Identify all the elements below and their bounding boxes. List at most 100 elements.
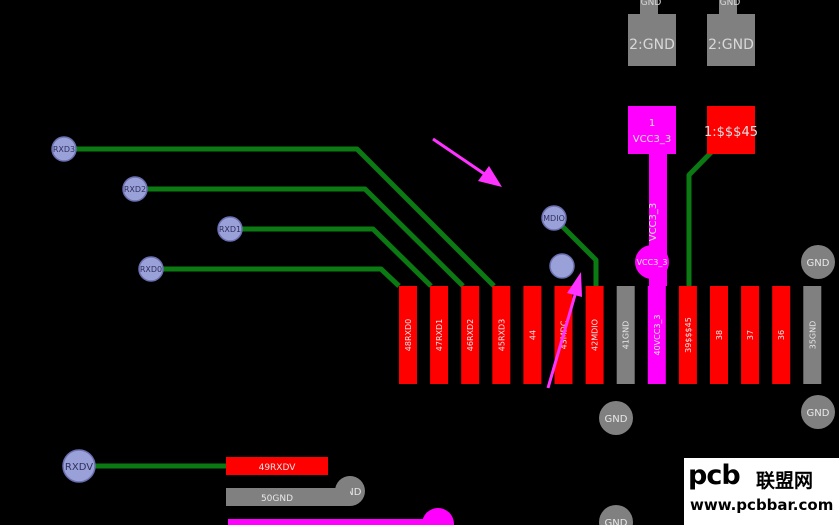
via-rxd1[interactable]: RXD1 (217, 216, 243, 242)
via-circle[interactable] (122, 176, 148, 202)
chip-pad-p45[interactable]: 45RXD3 (492, 286, 511, 384)
chip-pad-p36[interactable]: 36 (772, 286, 791, 384)
annotation-arrow-2 (546, 272, 582, 389)
via-circle[interactable] (599, 505, 633, 525)
via-mdio[interactable]: MDIO (541, 205, 567, 231)
chip-pad-body[interactable] (492, 286, 511, 384)
chip-pad-row: 48RXD047RXD146RXD245RXD34443MDC42MDIO41G… (399, 286, 822, 384)
chip-pad-body[interactable] (678, 286, 697, 384)
chip-pad-p35[interactable]: 35GND (803, 286, 822, 384)
chip-pad-p46[interactable]: 46RXD2 (461, 286, 480, 384)
via-rxd0[interactable]: RXD0 (138, 256, 164, 282)
chip-pad-body[interactable] (741, 286, 760, 384)
chip-pad-label: 44 (528, 330, 537, 340)
via-label: MDIO (543, 214, 565, 223)
pad-net: VCC3_3 (633, 134, 672, 145)
via-circle[interactable] (541, 205, 567, 231)
pad-label: 2:GND (708, 37, 754, 53)
trace-net45[interactable] (686, 130, 733, 286)
chip-pad-p39[interactable]: 39$$$45 (678, 286, 697, 384)
chip-pad-body[interactable] (585, 286, 604, 384)
trace-mdio[interactable] (552, 216, 599, 286)
chip-pad-p40[interactable]: 40VCC3_3 (647, 286, 666, 384)
top-vcc-pad[interactable]: 1 VCC3_3 (628, 106, 676, 154)
chip-pad-label: 48RXD0 (404, 319, 413, 351)
via-circle[interactable] (801, 245, 835, 279)
chip-pad-body[interactable] (647, 286, 666, 384)
via-label: RXD1 (219, 225, 241, 234)
top-gnd-pad-1[interactable]: GND 2:GND (628, 0, 676, 66)
chip-pad-body[interactable] (803, 286, 822, 384)
pad-label: 49RXDV (259, 463, 297, 473)
chip-pad-label: 40VCC3_3 (653, 314, 662, 355)
chip-pad-p47[interactable]: 47RXD1 (430, 286, 449, 384)
pad-label: 1:$$$45 (704, 125, 758, 140)
chip-pad-body[interactable] (399, 286, 417, 384)
via-circle[interactable] (138, 256, 164, 282)
chip-pad-body[interactable] (461, 286, 480, 384)
via-circle[interactable] (801, 395, 835, 429)
chip-pad-p41[interactable]: 41GND (616, 286, 635, 384)
trace-rxd0[interactable] (151, 266, 401, 288)
annotation-arrow-1 (432, 137, 502, 187)
chip-pad-body[interactable] (616, 286, 635, 384)
via-circle[interactable] (599, 401, 633, 435)
via-rxdv[interactable]: RXDV (62, 449, 96, 483)
via-label: RXD2 (124, 185, 146, 194)
pad-label: 50GND (261, 494, 293, 504)
trace-rxd1[interactable] (230, 226, 433, 288)
chip-pad-label: 46RXD2 (466, 319, 475, 351)
chip-pad-label: 35GND (808, 321, 817, 350)
chip-pad-label: 36 (777, 330, 786, 340)
chip-pad-label: 41GND (622, 321, 631, 350)
via-label: RXD0 (140, 265, 162, 274)
via-vcc-via[interactable]: VCC3_3 (635, 245, 669, 279)
via-circle[interactable] (217, 216, 243, 242)
chip-pad-label: 47RXD1 (435, 319, 444, 351)
via-label: GND (339, 487, 362, 498)
chip-pad-label: 45RXD3 (497, 319, 506, 351)
pad-net-small: GND (720, 0, 741, 8)
top-net45-pad[interactable]: 1:$$$45 (704, 106, 758, 154)
chip-pad-p44[interactable]: 44 (523, 286, 542, 384)
pad-49[interactable]: 49RXDV (226, 457, 328, 475)
via-rxd3[interactable]: RXD3 (51, 136, 77, 162)
via-bottom-magenta[interactable] (422, 508, 454, 525)
via-circle[interactable] (62, 449, 96, 483)
chip-pad-label: 38 (715, 330, 724, 340)
chip-pad-p38[interactable]: 38 (710, 286, 728, 384)
via-circle[interactable] (635, 245, 669, 279)
chip-pad-body[interactable] (710, 286, 728, 384)
via-circle[interactable] (549, 253, 575, 279)
top-gnd-pad-2[interactable]: GND 2:GND (707, 0, 755, 66)
pad-label: 2:GND (629, 37, 675, 53)
chip-pad-body[interactable] (430, 286, 449, 384)
via-label: RXD3 (53, 145, 75, 154)
via-label: RXDV (65, 462, 93, 473)
via-label: GND (807, 408, 830, 419)
trace-bottom-magenta[interactable] (228, 519, 438, 525)
via-gnd-right-top[interactable]: GND (801, 245, 835, 279)
vcc-trace-label: VCC3_3 (648, 203, 659, 242)
watermark-brand: pcb (688, 460, 741, 491)
watermark: pcb 联盟网 www.pcbbar.com (684, 458, 839, 525)
chip-pad-body[interactable] (523, 286, 542, 384)
chip-pad-body[interactable] (772, 286, 791, 384)
via-rxd2[interactable]: RXD2 (122, 176, 148, 202)
via-circle[interactable] (51, 136, 77, 162)
chip-pad-label: 42MDIO (591, 319, 600, 351)
pad-50[interactable]: 50GND (226, 488, 350, 506)
via-gnd-bottom[interactable]: GND (599, 505, 633, 525)
chip-pad-p42[interactable]: 42MDIO (585, 286, 604, 384)
chip-pad-label: 39$$$45 (684, 317, 693, 353)
chip-pad-p48[interactable]: 48RXD0 (399, 286, 417, 384)
via-gnd-41[interactable]: GND (599, 401, 633, 435)
trace-rxd2[interactable] (135, 186, 465, 288)
via-gnd-right-bot[interactable]: GND (801, 395, 835, 429)
via-plain[interactable] (549, 253, 575, 279)
via-label: GND (807, 258, 830, 269)
trace-rxd3[interactable] (64, 146, 496, 288)
chip-pad-p37[interactable]: 37 (741, 286, 760, 384)
